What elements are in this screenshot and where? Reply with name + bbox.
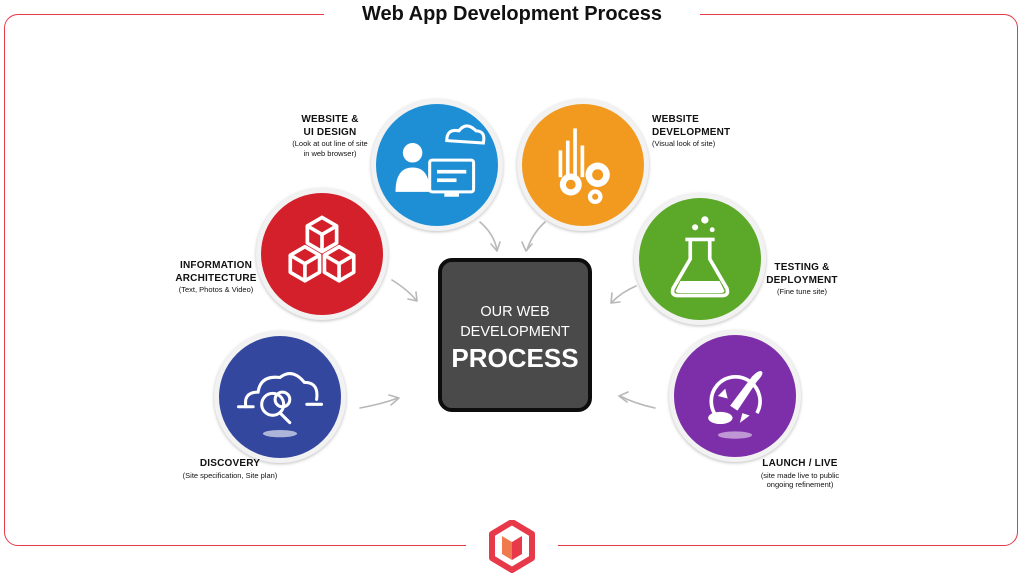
stage-detail: (Visual look of site) [652,139,716,148]
arrow-testing [611,285,637,303]
arrow-launch-head [618,391,629,403]
stage-launch-circle [669,330,801,462]
stage-name: WEBSITE DEVELOPMENT [652,114,731,138]
rocket-icon [708,370,763,439]
stage-architecture-circle [256,188,388,320]
stage-detail: (Look at out line of site in web browser… [292,139,368,158]
arrow-architecture-head [407,291,418,302]
center-line-3: PROCESS [451,343,579,373]
page-title: Web App Development Process [324,0,700,28]
stage-name: TESTING & DEPLOYMENT [766,262,838,286]
arrow-launch [619,395,656,409]
arrow-design [479,221,498,251]
stage-detail: (Fine tune site) [776,287,828,296]
arrow-architecture [391,279,417,301]
stage-detail: (Text, Photos & Video) [178,285,254,294]
stage-design-label: WEBSITE & UI DESIGN (Look at out line of… [282,114,378,158]
stage-name: LAUNCH / LIVE [762,458,838,469]
arrow-design-head [490,241,501,252]
stage-detail: (Site specification, Site plan) [182,470,278,480]
stage-launch-label: LAUNCH / LIVE (site made live to public … [748,458,852,490]
stage-testing-label: TESTING & DEPLOYMENT (Fine tune site) [760,262,844,297]
cubes-icon [288,215,356,283]
center-line-2: DEVELOPMENT [460,324,570,340]
stage-name: INFORMATION ARCHITECTURE [175,260,257,284]
gears-icon [558,128,610,205]
arrow-discovery [359,397,399,409]
stage-discovery-circle [214,331,346,463]
flask-icon [670,216,730,298]
center-process-box: OUR WEB DEVELOPMENT PROCESS [438,258,592,412]
stage-testing-circle [634,193,766,325]
stage-architecture-label: INFORMATION ARCHITECTURE (Text, Photos &… [168,260,264,295]
cloud-search-icon [236,372,324,438]
stage-name: WEBSITE & UI DESIGN [301,114,359,138]
stage-development-circle [517,99,649,231]
center-line-1: OUR WEB [480,304,550,320]
arrow-development [526,221,546,251]
stage-development-label: WEBSITE DEVELOPMENT (Visual look of site… [652,114,752,149]
arrow-testing-head [610,292,621,304]
stage-design-circle [371,99,503,231]
brand-logo-icon [489,520,535,573]
stage-name: DISCOVERY [199,458,261,469]
arrow-discovery-head [388,394,400,406]
web-designer-icon [395,124,486,197]
stage-detail: (site made live to public ongoing refine… [760,470,840,490]
stage-discovery-label: DISCOVERY (Site specification, Site plan… [170,458,290,480]
arrow-development-head [521,241,533,252]
